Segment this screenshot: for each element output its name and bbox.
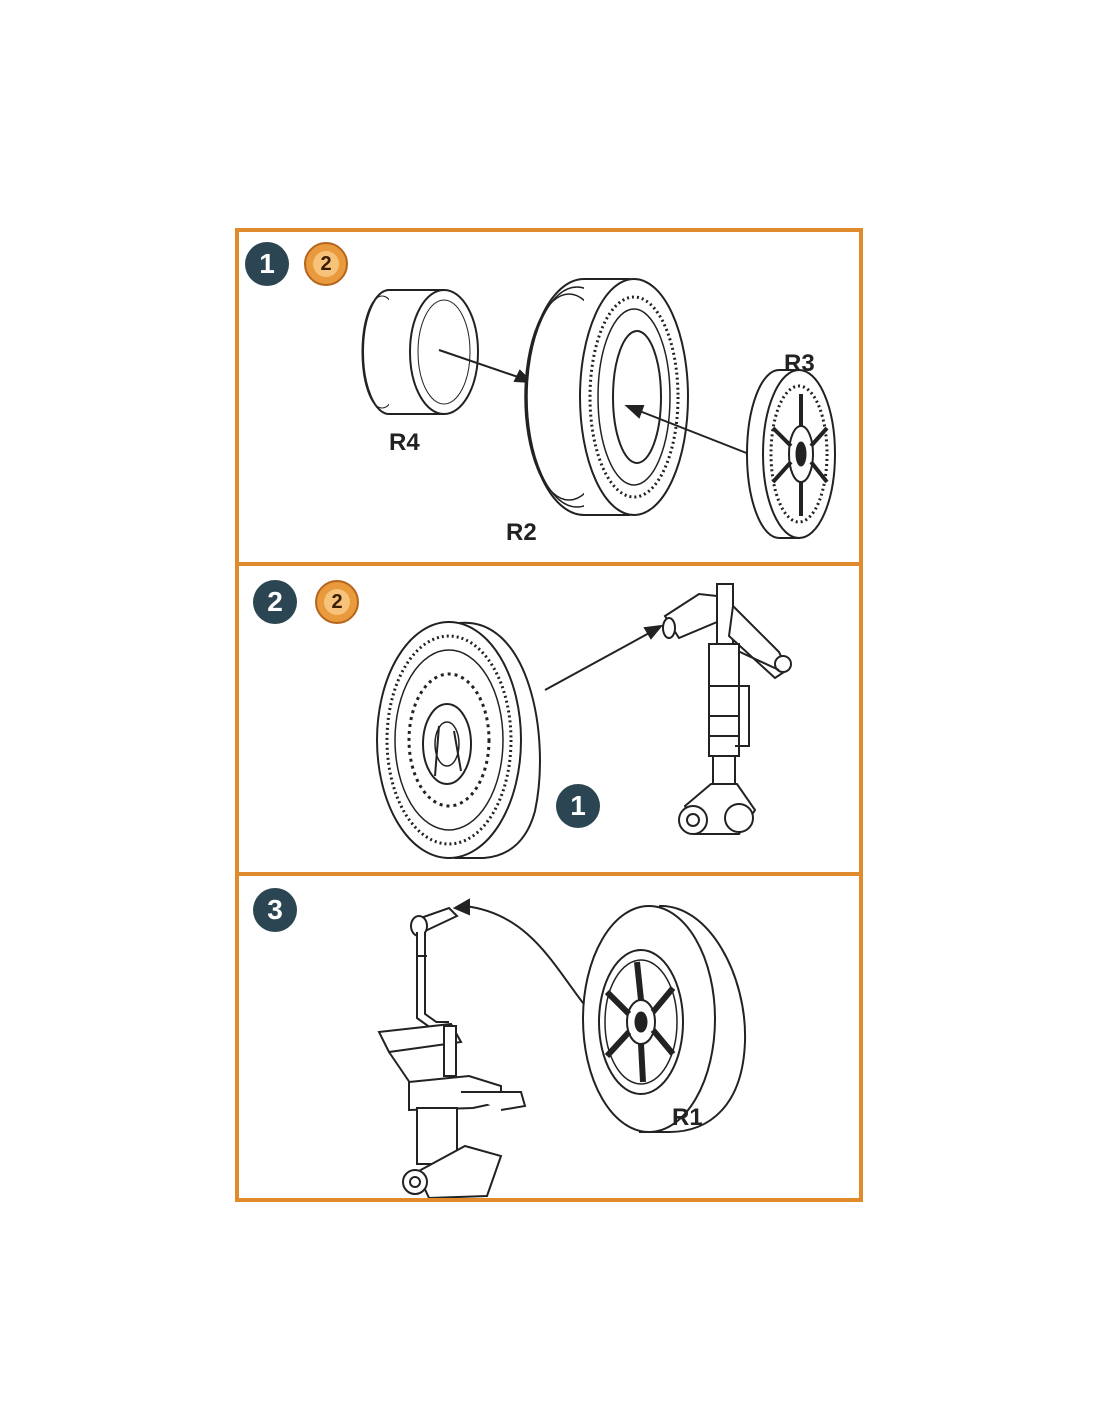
step-3-illustration	[239, 876, 859, 1198]
landing-gear-strut-part	[663, 584, 791, 834]
step-number-badge: 1	[245, 242, 289, 286]
r4-hub-part	[362, 290, 478, 414]
part-label-r2: R2	[506, 519, 537, 546]
r1-wheel-part	[583, 906, 745, 1132]
subassembly-reference-badge: 1	[556, 784, 600, 828]
part-label-r4: R4	[389, 429, 420, 456]
step-number-badge: 2	[253, 580, 297, 624]
step-3-panel: 3	[239, 876, 859, 1198]
quantity-badge-icon: 2	[315, 580, 359, 624]
step-1-illustration	[239, 232, 859, 562]
part-label-r1: R1	[672, 1104, 703, 1131]
step-2-panel: 2 2	[239, 566, 859, 876]
arrow-wheel-to-strut	[545, 626, 661, 690]
quantity-value: 2	[324, 589, 350, 615]
r2-tire-part	[525, 279, 688, 515]
quantity-badge-icon: 2	[304, 242, 348, 286]
instruction-sheet-frame: 1 2	[235, 228, 863, 1202]
nose-gear-strut-part	[379, 908, 525, 1198]
step-2-illustration	[239, 566, 859, 872]
r3-wheel-part	[747, 370, 835, 538]
step-number-badge: 3	[253, 888, 297, 932]
arrow-r3-to-r2	[627, 406, 749, 454]
quantity-value: 2	[313, 251, 339, 277]
step-1-panel: 1 2	[239, 232, 859, 566]
part-label-r3: R3	[784, 350, 815, 377]
assembled-wheel-part	[377, 622, 540, 858]
